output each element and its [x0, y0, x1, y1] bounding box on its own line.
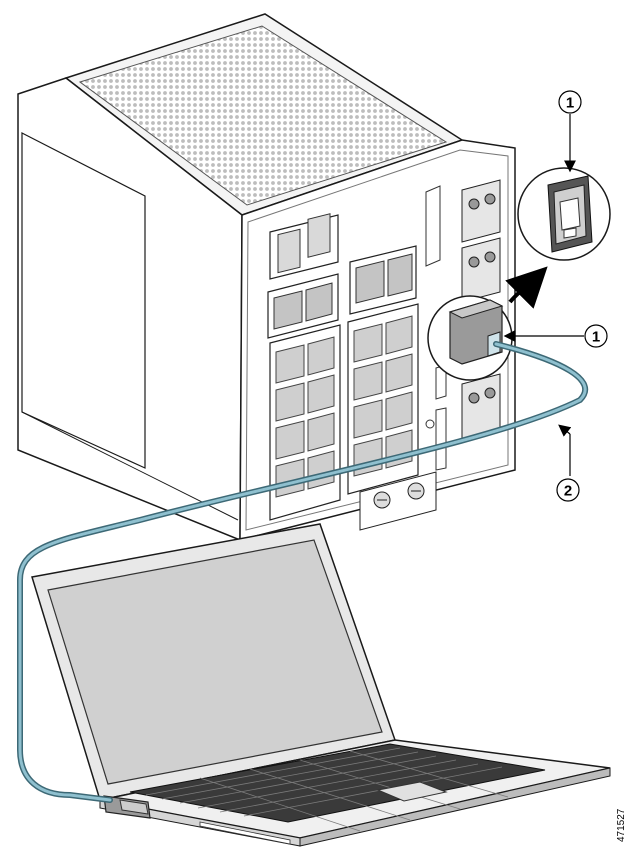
callout-2: 2 — [556, 478, 580, 502]
figure-id: 471527 — [616, 808, 627, 842]
console-cable — [17, 341, 589, 803]
front-panel-right-column — [425, 185, 447, 471]
callout-arrow-icon — [558, 424, 572, 437]
power-terminal-block-top — [461, 179, 501, 303]
svg-text:2: 2 — [564, 483, 572, 500]
vent-mesh — [78, 25, 448, 206]
ethernet-port-block-left — [269, 324, 341, 521]
ground-lugs — [359, 471, 437, 531]
callout-1-top: 1 — [558, 90, 582, 114]
laptop — [31, 523, 611, 847]
curved-arrow-icon — [505, 266, 548, 309]
rj45-port-callout — [517, 167, 611, 261]
uplink-ports — [267, 245, 417, 339]
callout-1-side: 1 — [584, 324, 608, 348]
side-recess — [21, 132, 146, 469]
laptop-keyboard — [129, 743, 546, 823]
console-port-highlight — [427, 295, 513, 381]
ethernet-port-block-right — [347, 303, 419, 495]
laptop-screen — [47, 539, 383, 785]
svg-text:1: 1 — [566, 95, 574, 112]
switch-chassis — [17, 13, 516, 542]
svg-text:1: 1 — [592, 329, 600, 346]
laptop-touchpad — [376, 781, 448, 802]
sfp-module-block — [269, 213, 339, 280]
